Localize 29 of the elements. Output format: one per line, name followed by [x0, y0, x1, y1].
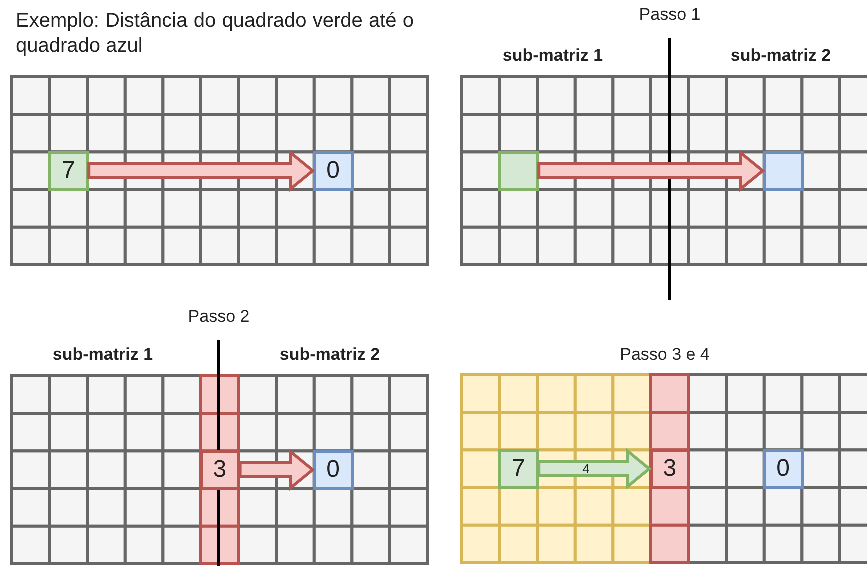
start-cell	[48, 150, 90, 192]
cell-number: 3	[663, 456, 677, 481]
target-cell	[762, 150, 804, 192]
submatrix-label: sub-matriz 1	[502, 45, 604, 66]
block-arrow	[238, 448, 316, 492]
cell-number: 7	[62, 158, 76, 183]
step-title: Passo 1	[638, 4, 702, 26]
step-title: Passo 3 e 4	[619, 344, 711, 366]
target-cell	[312, 450, 354, 490]
edge-label: 4	[582, 462, 590, 476]
block-arrow	[538, 448, 652, 490]
cell-number: 0	[776, 456, 790, 481]
step-title: Passo 2	[187, 306, 251, 328]
start-cell	[498, 150, 540, 192]
boundary-cell	[650, 448, 690, 490]
start-cell	[498, 448, 540, 490]
submatrix-label: sub-matriz 1	[52, 344, 154, 366]
cell-number: 0	[326, 158, 340, 183]
target-cell	[312, 150, 354, 192]
block-arrow	[88, 150, 316, 192]
cell-number: 7	[512, 456, 526, 481]
example-caption: Exemplo: Distância do quadrado verde até o quadrado azul	[16, 9, 414, 59]
target-cell	[762, 448, 804, 490]
submatrix-label: sub-matriz 2	[278, 344, 382, 366]
block-arrow	[538, 150, 766, 192]
submatrix-label: sub-matriz 2	[730, 45, 832, 66]
cell-number: 0	[326, 458, 340, 482]
boundary-cell	[200, 450, 240, 490]
cell-number: 3	[213, 458, 227, 482]
